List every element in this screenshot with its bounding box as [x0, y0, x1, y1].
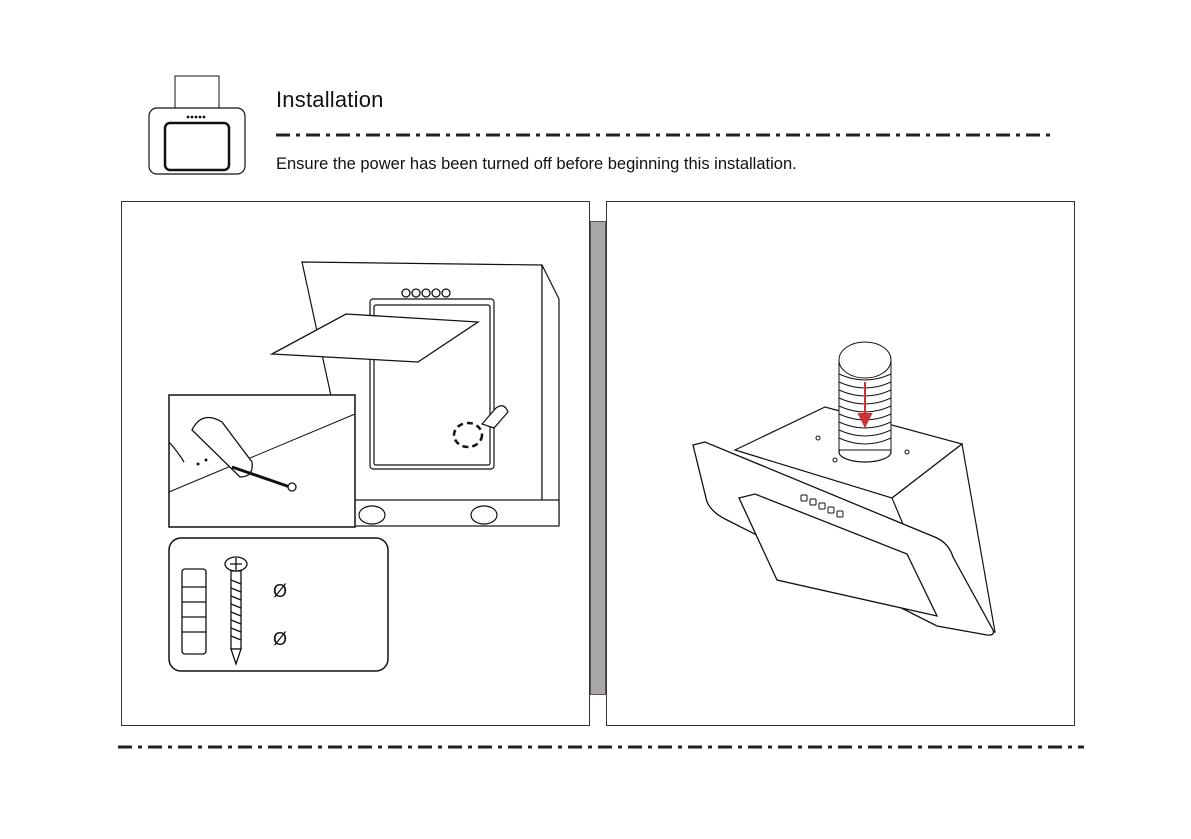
hood-thumbnail-icon [148, 75, 246, 175]
power-warning-text: Ensure the power has been turned off bef… [276, 155, 797, 174]
page-title: Installation [276, 87, 384, 113]
step-panel-mounting: Ø Ø [121, 201, 590, 726]
drill-size-label-2: Ø [273, 629, 287, 650]
drill-size-label-1: Ø [273, 581, 287, 602]
panel-divider [590, 221, 606, 695]
duct-diagram [607, 202, 1076, 727]
step-panel-duct [606, 201, 1075, 726]
footer-divider [118, 743, 1084, 751]
header-divider [276, 131, 1056, 139]
mounting-diagram [122, 202, 591, 727]
